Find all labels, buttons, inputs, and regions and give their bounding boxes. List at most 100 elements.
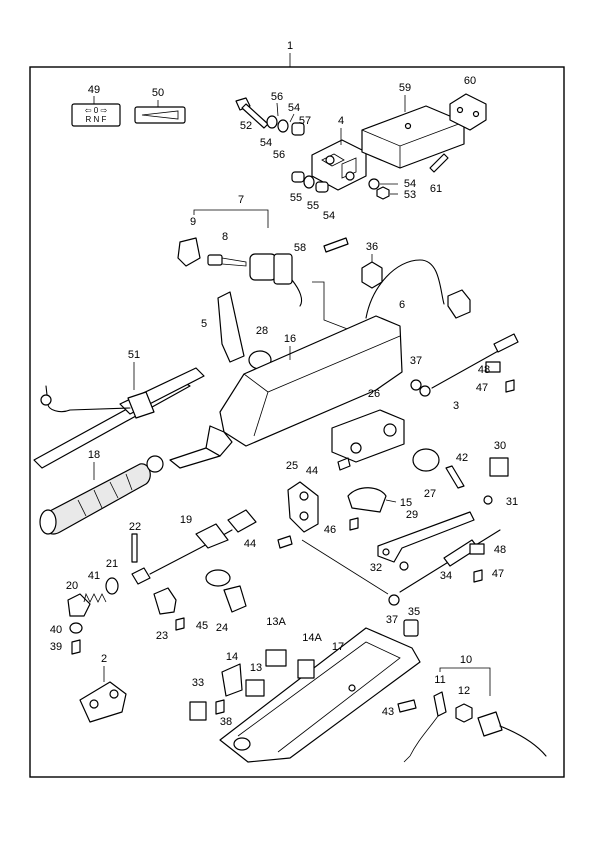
switch-lead <box>499 725 547 757</box>
callout-13a: 13A <box>266 616 286 628</box>
throttle-cable <box>431 333 519 389</box>
callout-54b: 54 <box>260 137 272 149</box>
callout-48b: 48 <box>494 544 506 556</box>
lock-set-bracket <box>193 209 269 228</box>
bolt <box>445 465 465 489</box>
callout-12: 12 <box>458 685 470 697</box>
bushing <box>291 122 305 136</box>
callout-16: 16 <box>284 333 296 345</box>
stop-switch <box>477 711 503 737</box>
clip <box>483 495 493 505</box>
stop-switch-cable <box>365 259 445 319</box>
callout-25: 25 <box>286 460 298 472</box>
screw <box>277 535 293 549</box>
callout-23: 23 <box>156 630 168 642</box>
tiller-handle-housing <box>169 315 403 469</box>
bottom-cowl-frame <box>219 627 421 763</box>
throttle-grip <box>39 463 151 535</box>
callout-50: 50 <box>152 87 164 99</box>
washer <box>277 119 289 133</box>
nut <box>455 703 473 723</box>
swivel-bracket <box>311 139 367 191</box>
washer <box>410 379 422 391</box>
pivot-bolt <box>235 97 269 129</box>
washer <box>69 622 83 634</box>
mounting-plate <box>361 105 465 169</box>
callout-46: 46 <box>324 524 336 536</box>
callout-54a: 54 <box>288 102 300 114</box>
friction-knob <box>412 448 440 472</box>
callout-32: 32 <box>370 562 382 574</box>
bushing <box>315 181 329 193</box>
screw <box>71 639 81 655</box>
callout-26: 26 <box>368 388 380 400</box>
shift-decal: ⇦ 0 ⇨ R N F <box>71 103 121 127</box>
bolt <box>429 153 449 173</box>
anode-plate <box>449 93 487 131</box>
callout-2: 2 <box>101 653 107 665</box>
callout-10: 10 <box>460 654 472 666</box>
assembly-frame <box>29 66 565 778</box>
washer <box>419 385 431 397</box>
callout-52: 52 <box>240 120 252 132</box>
cable-clamp <box>205 569 247 613</box>
callout-37b: 37 <box>386 614 398 626</box>
callout-14: 14 <box>226 651 238 663</box>
callout-15: 15 <box>400 497 412 509</box>
callout-44b: 44 <box>244 538 256 550</box>
shift-lever <box>217 291 245 363</box>
lock-cap <box>177 237 201 267</box>
callout-4: 4 <box>338 115 344 127</box>
callout-21: 21 <box>106 558 118 570</box>
washer <box>388 594 400 606</box>
cable-clip <box>469 543 485 555</box>
grommet <box>361 261 383 289</box>
lanyard <box>403 691 447 763</box>
cable-grommet <box>447 289 471 319</box>
callout-43: 43 <box>382 706 394 718</box>
clamp <box>67 593 91 617</box>
callout-7: 7 <box>238 194 244 206</box>
pin <box>131 533 138 563</box>
callout-49: 49 <box>88 84 100 96</box>
callout-35: 35 <box>408 606 420 618</box>
throttle-rod <box>33 367 205 469</box>
callout-47a: 47 <box>476 382 488 394</box>
cable-clip <box>485 361 501 373</box>
callout-8: 8 <box>222 231 228 243</box>
callout-59: 59 <box>399 82 411 94</box>
callout-48a: 48 <box>478 364 490 376</box>
screw <box>337 457 351 471</box>
callout-22: 22 <box>129 521 141 533</box>
callout-40: 40 <box>50 624 62 636</box>
grommet <box>403 619 419 637</box>
spring <box>83 592 107 603</box>
link-plate <box>377 511 475 563</box>
svg-text:⇦ 0 ⇨: ⇦ 0 ⇨ <box>85 106 108 115</box>
callout-27: 27 <box>424 488 436 500</box>
callout-17: 17 <box>332 641 344 653</box>
callout-28: 28 <box>256 325 268 337</box>
screw <box>505 379 515 393</box>
callout-54d: 54 <box>404 178 416 190</box>
callout-20: 20 <box>66 580 78 592</box>
callout-55b: 55 <box>307 200 319 212</box>
callout-33: 33 <box>192 677 204 689</box>
callout-38: 38 <box>220 716 232 728</box>
callout-60: 60 <box>464 75 476 87</box>
arrow-decal <box>134 106 186 124</box>
clamp <box>189 701 207 721</box>
callout-11: 11 <box>434 674 445 686</box>
callout-39: 39 <box>50 641 62 653</box>
callout-54c: 54 <box>323 210 335 222</box>
screw <box>473 569 483 583</box>
bushing <box>291 171 305 183</box>
callout-9: 9 <box>190 216 196 228</box>
stopper-plate <box>489 457 509 477</box>
callout-30: 30 <box>494 440 506 452</box>
shift-rod <box>131 509 257 585</box>
key <box>207 254 247 267</box>
bushing <box>105 577 119 595</box>
screw <box>349 517 359 531</box>
